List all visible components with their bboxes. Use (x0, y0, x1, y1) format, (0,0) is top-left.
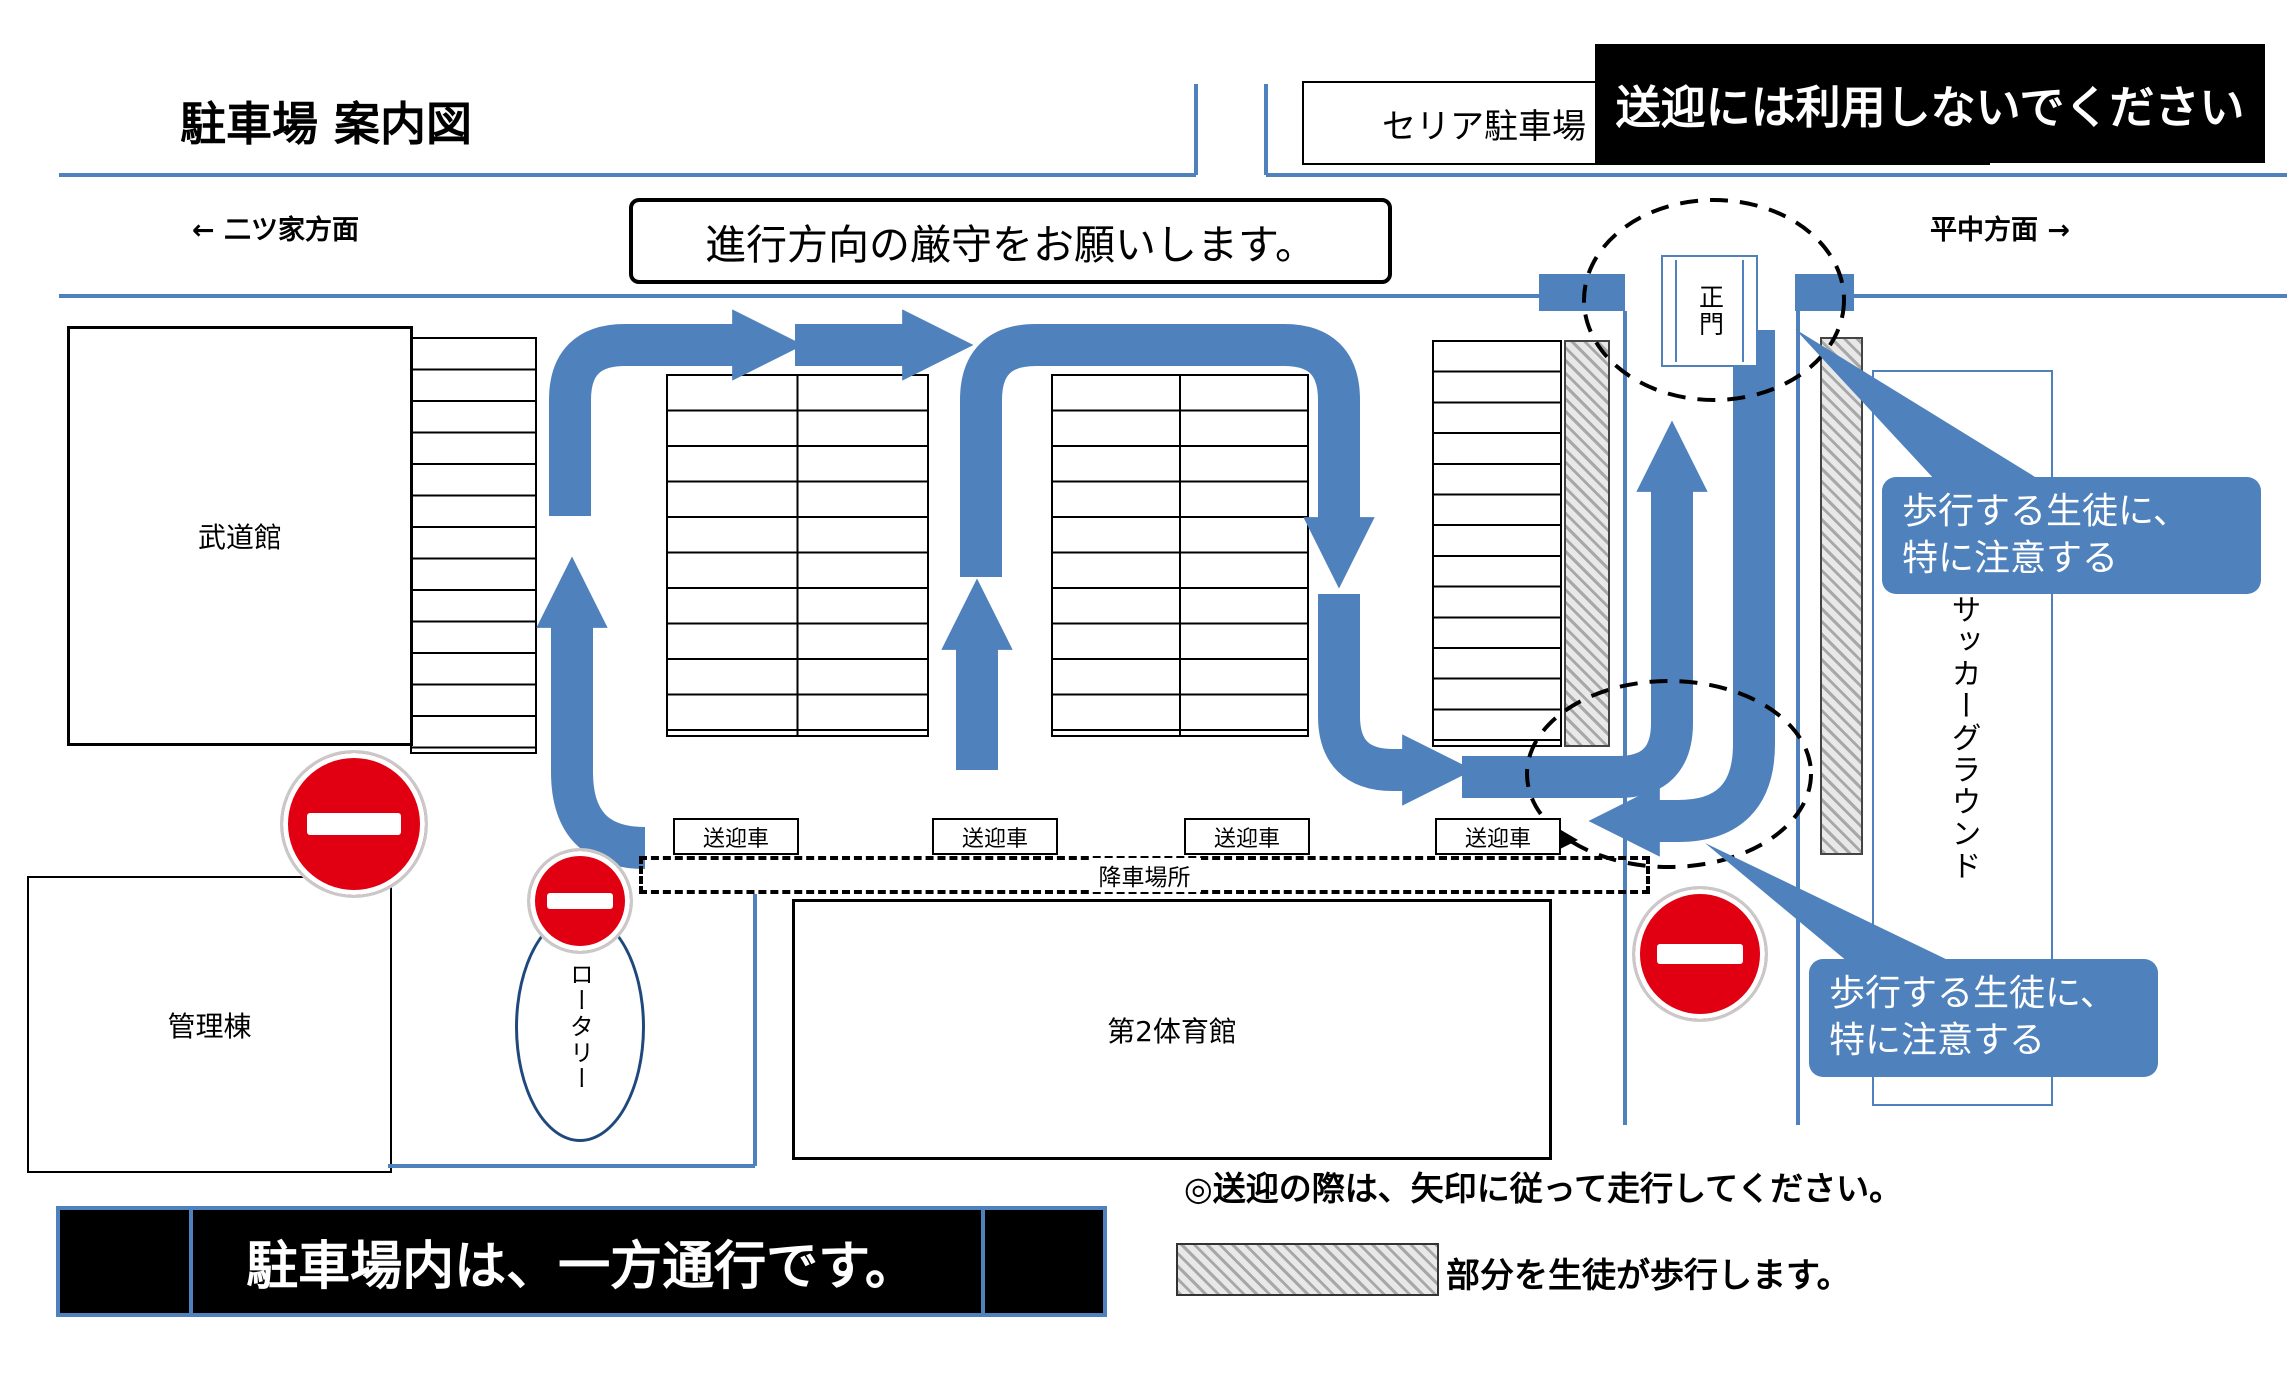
no-entry-bar-2 (547, 893, 613, 909)
callout1-pointer (1795, 329, 2040, 480)
pickup-car-label-2: 送迎車 (932, 818, 1058, 855)
flow-arrow-up-right-west (549, 309, 804, 516)
callout2-pointer (1705, 843, 1952, 962)
flow-arrow-arch (960, 324, 1375, 589)
no-pickup-banner: 送迎には利用しないでください (1595, 44, 2265, 163)
seria-parking-label: セリア駐車場 (1382, 106, 1586, 147)
flow-arrow-down-right (1318, 594, 1474, 806)
parking-block-center-left (666, 374, 929, 737)
gym2-label: 第2体育館 (1107, 1014, 1237, 1048)
pickup-car-text-2: 送迎車 (961, 826, 1028, 852)
keep-direction-text: 進行方向の厳守をお願いします。 (705, 221, 1316, 269)
pickup-car-text-3: 送迎車 (1213, 826, 1280, 852)
callout1-line1: 歩行する生徒に、 (1902, 490, 2189, 532)
soccer-ground-label: サッカーグラウンド (1945, 594, 1981, 882)
pickup-car-label-4: 送迎車 (1435, 818, 1561, 855)
pedestrian-strip-east (1820, 337, 1863, 855)
no-entry-bar-1 (307, 812, 401, 836)
banner-divider-left (189, 1210, 193, 1313)
road-lines (59, 84, 2287, 1168)
keep-direction-notice: 進行方向の厳守をお願いします。 (629, 198, 1392, 284)
pedestrian-legend-text: 部分を生徒が歩行します。 (1446, 1256, 1851, 1296)
pickup-car-label-3: 送迎車 (1184, 818, 1310, 855)
flow-arrow-exit-gate (1462, 420, 1708, 798)
flow-arrow-up-west (536, 556, 646, 869)
rotary-label: ロータリー (565, 962, 594, 1092)
pedestrian-warning-callout-bottom: 歩行する生徒に、 特に注意する (1809, 959, 2158, 1077)
direction-label-left: ← 二ツ家方面 (192, 215, 360, 246)
parking-block-east (1432, 340, 1562, 747)
budokan-building: 武道館 (67, 326, 413, 746)
callout1-line2: 特に注意する (1902, 537, 2119, 579)
gate-post-left (1539, 274, 1625, 311)
dropoff-zone: 降車場所 (639, 856, 1650, 894)
no-entry-sign-icon-2 (527, 848, 633, 954)
one-way-banner: 駐車場内は、一方通行です。 (56, 1206, 1107, 1317)
flow-arrow-enter-gate (1588, 330, 1775, 857)
pickup-car-text-1: 送迎車 (702, 826, 769, 852)
pedestrian-warning-callout-top: 歩行する生徒に、 特に注意する (1882, 477, 2261, 594)
pickup-car-label-1: 送迎車 (673, 818, 799, 855)
no-entry-sign-icon-1 (280, 750, 428, 898)
caution-zone-crossing-icon (1525, 679, 1813, 869)
no-entry-sign-icon-3 (1632, 886, 1768, 1022)
gym2-building: 第2体育館 (792, 899, 1552, 1160)
page-title: 駐車場 案内図 (180, 97, 473, 151)
pickup-car-text-4: 送迎車 (1464, 826, 1531, 852)
callout2-line2: 特に注意する (1829, 1020, 2046, 1061)
follow-arrows-note: ◎送迎の際は、矢印に従って走行してください。 (1184, 1169, 1903, 1208)
main-gate-doors (1675, 260, 1744, 362)
parking-block-center-right (1051, 374, 1309, 737)
parking-block-west (410, 337, 537, 754)
dropoff-zone-label: 降車場所 (1088, 858, 1201, 892)
admin-building: 管理棟 (27, 876, 392, 1173)
no-entry-bar-3 (1657, 943, 1743, 965)
pedestrian-strip-west (1564, 340, 1610, 747)
main-gate-label: 正門 (1695, 284, 1725, 338)
admin-building-label: 管理棟 (167, 1009, 252, 1043)
pedestrian-legend-swatch (1176, 1243, 1439, 1296)
banner-divider-right (981, 1210, 985, 1313)
main-gate: 正門 (1661, 255, 1758, 367)
direction-label-right: 平中方面 → (1930, 215, 2071, 246)
budokan-label: 武道館 (197, 521, 282, 554)
no-pickup-banner-text: 送迎には利用しないでください (1615, 81, 2245, 134)
callout2-line1: 歩行する生徒に、 (1829, 973, 2116, 1015)
caution-zone-gate-icon (1582, 198, 1846, 402)
one-way-banner-text: 駐車場内は、一方通行です。 (246, 1237, 917, 1297)
